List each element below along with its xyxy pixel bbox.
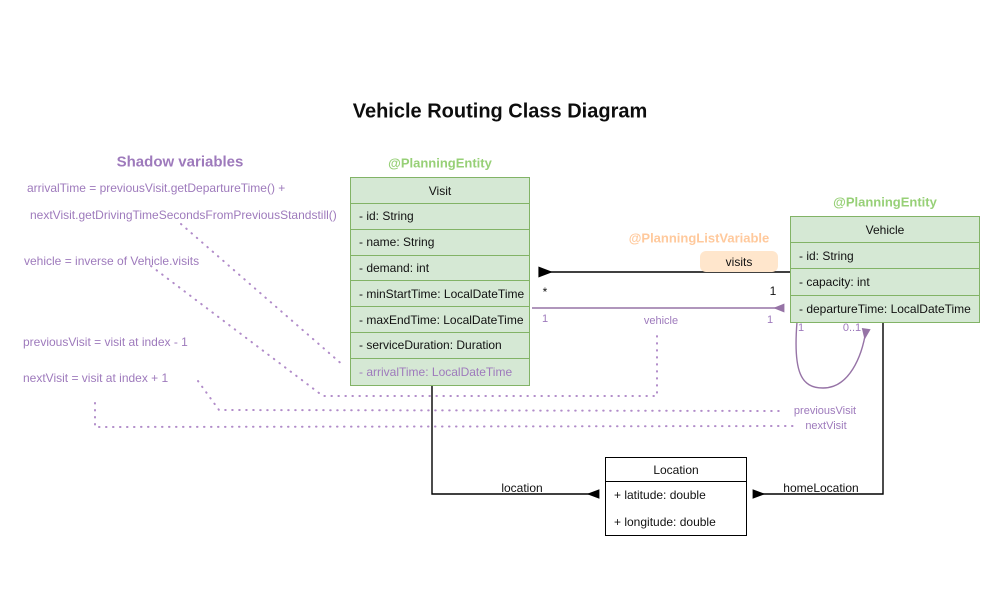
next-visit-edge-label: nextVisit [805, 420, 847, 432]
previous-visit-shadow-link [197, 380, 786, 412]
vehicle-right-multiplicity: 1 [766, 314, 774, 326]
class-attribute: - id: String [351, 204, 529, 230]
vehicle-edge-label: vehicle [643, 315, 679, 327]
visit-planning-entity-annotation: @PlanningEntity [388, 155, 492, 171]
class-attribute: - departureTime: LocalDateTime [799, 301, 971, 316]
class-attribute: - capacity: int [791, 269, 979, 296]
visit-class-name: Visit [351, 178, 529, 204]
vehicle-class-box: Vehicle - id: String- capacity: int - dep… [790, 216, 980, 323]
class-attribute: + longitude: double [614, 514, 716, 529]
location-association-line [431, 386, 600, 499]
shadow-formula-next-visit: nextVisit = visit at index + 1 [23, 371, 169, 385]
vehicle-left-multiplicity: 1 [541, 313, 549, 325]
shadow-variables-heading: Shadow variables [116, 153, 244, 171]
vehicle-class-name: Vehicle [791, 217, 979, 243]
visits-source-multiplicity: 1 [769, 284, 777, 298]
home-location-association-line [752, 321, 884, 499]
location-class-name: Location [606, 458, 746, 482]
vehicle-attributes: - id: String- capacity: int - departureTi… [791, 243, 979, 322]
class-attribute: - serviceDuration: Duration [351, 333, 529, 359]
diagram-title: Vehicle Routing Class Diagram [352, 100, 648, 123]
visit-class-box: Visit - id: String- name: String- demand… [350, 177, 530, 386]
shadow-formula-arrival-time-2: nextVisit.getDrivingTimeSecondsFromPrevi… [30, 208, 337, 222]
visits-badge: visits [700, 251, 778, 272]
next-visit-shadow-link [94, 402, 798, 429]
class-attribute: - minStartTime: LocalDateTime [351, 281, 529, 308]
planning-list-variable-annotation: @PlanningListVariable [628, 230, 770, 246]
vehicle-planning-entity-annotation: @PlanningEntity [833, 194, 937, 210]
class-attribute: - id: String [791, 243, 979, 270]
class-attribute: - demand: int [351, 256, 529, 282]
arrival-time-shadow-link [180, 223, 345, 367]
previous-visit-edge-label: previousVisit [793, 405, 857, 417]
visits-target-multiplicity: * [542, 285, 548, 299]
class-attribute: - maxEndTime: LocalDateTime [351, 307, 529, 333]
self-loop-left-multiplicity: 1 [797, 322, 805, 334]
class-attribute: + latitude: double [614, 488, 706, 503]
location-attributes: + latitude: double + longitude: double [606, 482, 746, 535]
location-edge-label: location [501, 481, 543, 495]
vehicle-self-loop-line [795, 321, 871, 389]
home-location-edge-label: homeLocation [783, 481, 859, 495]
vehicle-shadow-link [150, 265, 658, 397]
class-attribute: - arrivalTime: LocalDateTime [359, 364, 513, 379]
shadow-formula-vehicle: vehicle = inverse of Vehicle.visits [24, 254, 200, 268]
visit-attributes: - id: String- name: String- demand: int-… [351, 204, 529, 385]
shadow-formula-arrival-time-1: arrivalTime = previousVisit.getDeparture… [27, 181, 286, 195]
shadow-formula-previous-visit: previousVisit = visit at index - 1 [23, 335, 188, 349]
class-attribute: - name: String [351, 230, 529, 256]
location-class-box: Location + latitude: double + longitude: … [605, 457, 747, 536]
self-loop-right-multiplicity: 0..1 [842, 322, 862, 334]
